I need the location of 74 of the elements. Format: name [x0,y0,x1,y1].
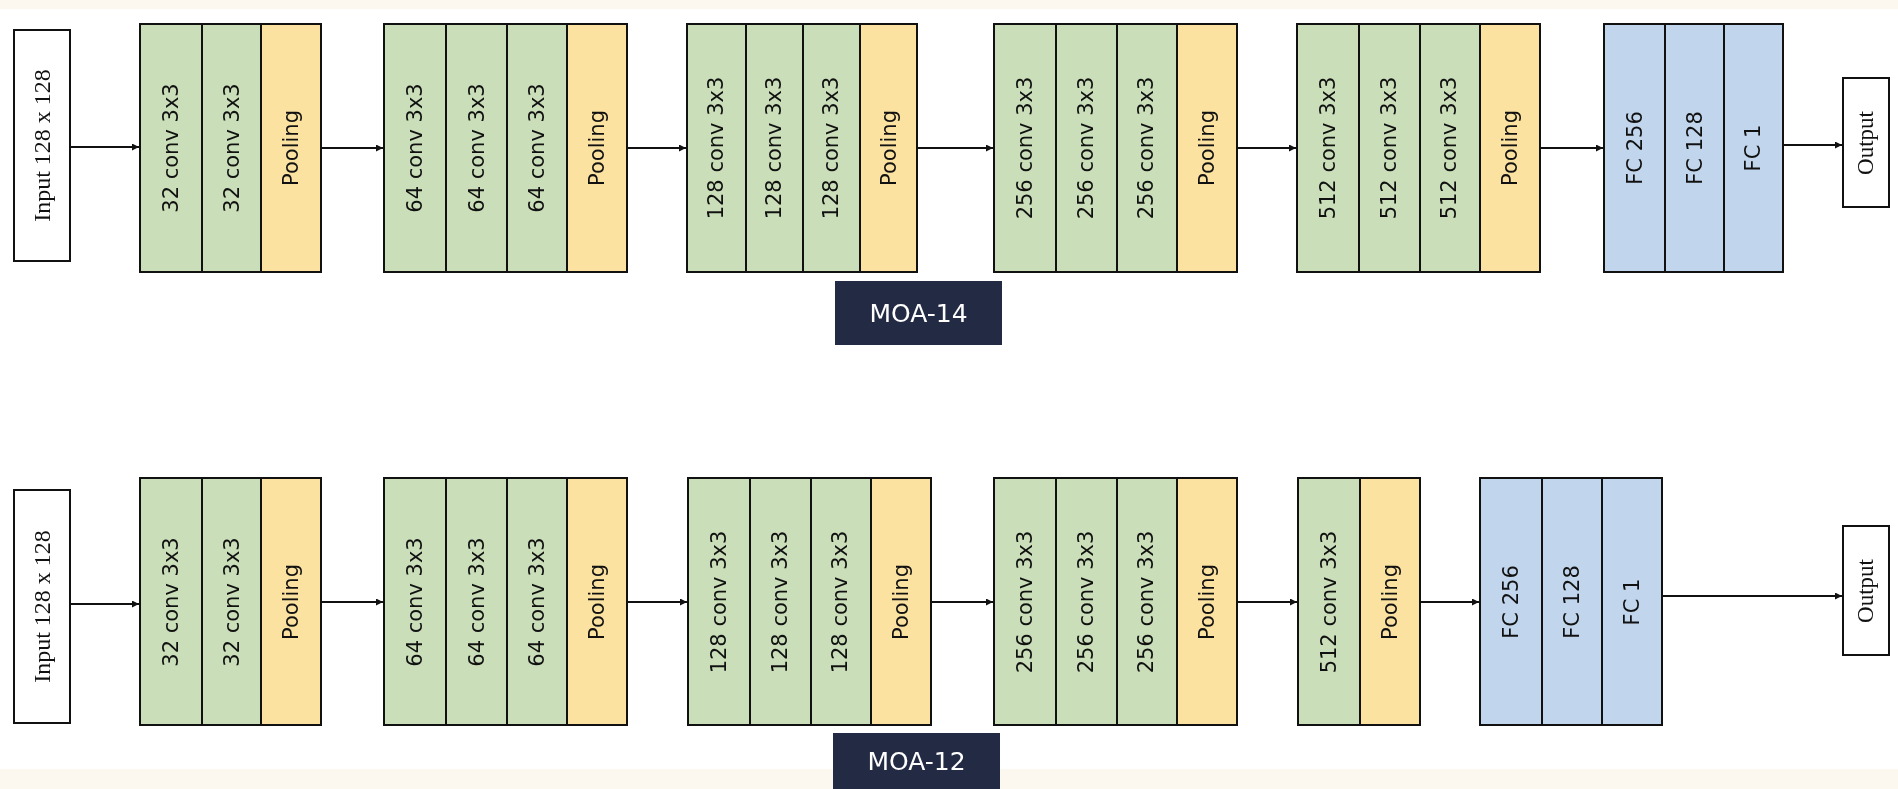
conv-layer: 512 conv 3x3 [1358,25,1419,271]
conv-layer: 128 conv 3x3 [802,25,859,271]
pooling-layer: Pooling [565,25,626,271]
layer-block [1479,477,1663,726]
layer-block [139,23,322,273]
arrow [321,598,384,606]
conv-layer: 64 conv 3x3 [445,25,506,271]
conv-layer: 256 conv 3x3 [1055,479,1116,724]
arrow [627,144,687,152]
pooling-layer: Pooling [565,479,626,724]
conv-layer: 256 conv 3x3 [995,25,1056,271]
arrow [70,600,140,608]
layer-block [993,477,1238,726]
dense-layer: FC 256 [1605,25,1664,271]
conv-layer: 32 conv 3x3 [141,479,201,724]
layer-block [139,477,322,726]
dense-layer: FC 1 [1723,25,1782,271]
pooling-layer: Pooling [1478,25,1539,271]
dense-layer: FC 128 [1664,25,1723,271]
conv-layer: 512 conv 3x3 [1418,25,1479,271]
arrow [1783,141,1843,149]
conv-layer: 256 conv 3x3 [1115,25,1176,271]
conv-layer: 128 conv 3x3 [745,25,802,271]
arrow [627,598,688,606]
conv-layer: 512 conv 3x3 [1298,25,1359,271]
arrow [1420,598,1480,606]
conv-layer: 256 conv 3x3 [1115,479,1176,724]
conv-layer: 256 conv 3x3 [995,479,1056,724]
conv-layer: 128 conv 3x3 [689,479,750,724]
dense-layer: FC 128 [1541,479,1601,724]
dense-layer: FC 256 [1481,479,1541,724]
conv-layer: 64 conv 3x3 [505,479,566,724]
io-box: Output [1842,525,1890,656]
pooling-layer: Pooling [1359,479,1419,724]
pooling-layer: Pooling [859,25,916,271]
arrow [1662,592,1843,600]
layer-block [687,477,932,726]
conv-layer: 512 conv 3x3 [1299,479,1359,724]
io-box: Output [1842,77,1890,208]
pooling-layer: Pooling [1175,479,1236,724]
io-box: Input 128 x 128 [13,29,71,262]
conv-layer: 128 conv 3x3 [809,479,870,724]
arrow [931,598,994,606]
dense-layer: FC 1 [1601,479,1661,724]
conv-layer: 128 conv 3x3 [688,25,745,271]
pooling-layer: Pooling [260,479,320,724]
layer-block [383,23,628,273]
pooling-layer: Pooling [1175,25,1236,271]
layer-block [686,23,918,273]
arrow [70,143,140,151]
pooling-layer: Pooling [260,25,320,271]
conv-layer: 128 conv 3x3 [749,479,810,724]
conv-layer: 32 conv 3x3 [200,25,261,271]
conv-layer: 32 conv 3x3 [200,479,261,724]
conv-layer: 256 conv 3x3 [1055,25,1116,271]
arrow [321,144,384,152]
layer-block [1296,23,1541,273]
conv-layer: 32 conv 3x3 [141,25,201,271]
model-tag: MOA-14 [835,281,1002,345]
conv-layer: 64 conv 3x3 [385,479,446,724]
arrow [917,144,994,152]
arrow [1237,144,1297,152]
conv-layer: 64 conv 3x3 [505,25,566,271]
arrow [1540,144,1604,152]
layer-block [383,477,628,726]
conv-layer: 64 conv 3x3 [385,25,446,271]
layer-block [1297,477,1421,726]
arrow [1237,598,1298,606]
io-box: Input 128 x 128 [13,489,71,724]
layer-block [1603,23,1784,273]
conv-layer: 64 conv 3x3 [445,479,506,724]
pooling-layer: Pooling [869,479,930,724]
layer-block [993,23,1238,273]
model-tag: MOA-12 [833,733,1000,789]
